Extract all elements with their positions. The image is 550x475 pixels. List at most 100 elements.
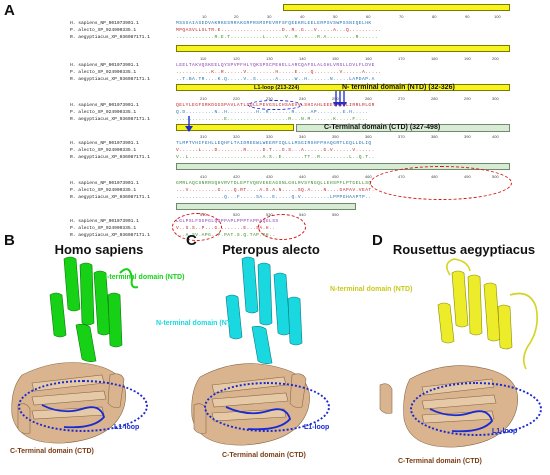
ntd-label-pteropus: N-terminal domain (NTD) [156, 320, 239, 327]
ruler-tick: 280 [431, 96, 438, 101]
ruler-tick: 160 [365, 56, 372, 61]
sequence-row: LGLPSLFSGPGLQSPPAPLPPPTAPPAQGLSS [176, 219, 279, 224]
ctd-label-rousettus: C-Terminal domain (CTD) [398, 458, 482, 465]
ruler-tick: 330 [266, 134, 273, 139]
ruler-tick: 550 [332, 212, 339, 217]
ntd-helices [49, 256, 123, 362]
ruler-tick: 80 [432, 14, 437, 19]
ruler-tick: 150 [332, 56, 339, 61]
ruler-tick: 270 [398, 96, 405, 101]
panel-letter-a: A [4, 2, 15, 19]
species-title-rousettus: Rousettus aegyptiacus [392, 242, 536, 257]
sequence-name: H. sapiens_NP_001073901.1 [70, 219, 139, 224]
sequence-name: H. sapiens_NP_001073901.1 [70, 63, 139, 68]
annotation-arrow [185, 116, 193, 132]
ruler-tick: 40 [300, 14, 305, 19]
panel-letter-c: C [186, 232, 197, 249]
ruler-tick: 230 [266, 96, 273, 101]
species-title-human: Homo sapiens [54, 242, 144, 257]
ruler-tick: 300 [492, 96, 499, 101]
ruler-tick: 170 [398, 56, 405, 61]
sequence-name: P. alecto_XP_024900335.1 [70, 148, 137, 153]
sequence-row: ...............E...................R...N… [176, 117, 369, 122]
ruler-tick: 340 [299, 134, 306, 139]
sequence-row: MPQASVLLSLTR.E...................D..R..G… [176, 28, 382, 33]
ruler-tick: 350 [332, 134, 339, 139]
ruler-tick: 180 [431, 56, 438, 61]
ctd-label-pteropus: C-Terminal domain (CTD) [222, 452, 306, 459]
ntd-bar [283, 4, 510, 11]
ruler-tick: 440 [299, 174, 306, 179]
ntd-label: N- terminal domain (NTD) (32-326) [342, 84, 455, 91]
ruler-tick: 10 [202, 14, 207, 19]
sequence-name: H. sapiens_NP_001073901.1 [70, 141, 139, 146]
sequence-name: R. aegyptiacus_XP_036087171.1 [70, 195, 150, 200]
ctd-bar [176, 203, 356, 210]
ruler-tick: 320 [233, 134, 240, 139]
l1-label-human: L1-loop [114, 424, 140, 431]
panel-letter-d: D [372, 232, 383, 249]
sequence-name: H. sapiens_NP_001073901.1 [70, 103, 139, 108]
human-protein-structure [11, 256, 139, 444]
sequence-row: V......L....D........R.....D.T...G.S...A… [176, 148, 375, 153]
ctd-label: C-Terminal domain (CTD) (327-498) [324, 124, 441, 131]
ntd-helices [437, 270, 513, 350]
ruler-tick: 460 [365, 174, 372, 179]
variation-highlight [258, 214, 306, 240]
ruler-tick: 190 [464, 56, 471, 61]
position-ruler: 110 120 130 140 150 160 170 180 190 200 [176, 56, 510, 62]
sequence-name: P. alecto_XP_024900335.1 [70, 226, 137, 231]
ruler-tick: 90 [465, 14, 470, 19]
sequence-row: ...........K..R......V.........H.....E..… [176, 70, 382, 75]
ruler-tick: 130 [266, 56, 273, 61]
sequence-name: P. alecto_XP_024900335.1 [70, 110, 137, 115]
position-ruler: 10 20 30 40 50 60 70 80 90 100 [176, 14, 510, 20]
l1-loop-highlight [248, 100, 302, 110]
ruler-tick: 120 [233, 56, 240, 61]
ruler-tick: 110 [200, 56, 207, 61]
sequence-name: H. sapiens_NP_001073901.1 [70, 21, 139, 26]
ruler-tick: 380 [431, 134, 438, 139]
insertion-highlight [370, 166, 512, 200]
sequence-row: ............R.E.T..........L......V..M..… [176, 35, 379, 40]
ruler-tick: 530 [266, 212, 273, 217]
l1-loop-label: L1-loop (213-224) [254, 85, 300, 91]
ruler-tick: 240 [299, 96, 306, 101]
ruler-tick: 360 [365, 134, 372, 139]
sequence-row: V..S.S..P...G........E...SA.H.. [176, 226, 276, 231]
ruler-tick: 370 [398, 134, 405, 139]
sequence-row: ..T.BA.TR....K.Q.....V..S......A.....W..… [176, 77, 375, 82]
ruler-tick: 400 [492, 134, 499, 139]
annotation-arrows [333, 91, 347, 107]
sequence-name: R. aegyptiacus_XP_036087171.1 [70, 77, 150, 82]
ntd-bar [176, 84, 510, 91]
l1-label-rousettus: L1-loop [492, 428, 518, 435]
sequence-row: QELYLEGFSRKDGGSPAVLATLSQLLPEVGSLCHSAEVVL… [176, 103, 375, 108]
ruler-tick: 20 [234, 14, 239, 19]
ruler-tick: 50 [333, 14, 338, 19]
sequence-row: TLMPTVHIFEHLLEQHFLTAIDREEWLWEERFIQLLLMSG… [176, 141, 372, 146]
ntd-bar [176, 124, 294, 131]
ruler-tick: 250 [332, 96, 339, 101]
l1-loop-circle [18, 380, 148, 432]
ruler-tick: 210 [200, 96, 207, 101]
ruler-tick: 310 [200, 134, 207, 139]
ntd-helices [225, 256, 303, 364]
sequence-row: V..L.......................A.S..E.......… [176, 155, 375, 160]
ruler-tick: 200 [492, 56, 499, 61]
sequence-row: Q.D.........N..H.........H..R.......R...… [176, 110, 369, 115]
sequence-name: R. aegyptiacus_XP_036087171.1 [70, 233, 150, 238]
ruler-tick: 30 [267, 14, 272, 19]
ruler-tick: 60 [366, 14, 371, 19]
sequence-name: R. aegyptiacus_XP_036087171.1 [70, 35, 150, 40]
ruler-tick: 390 [464, 134, 471, 139]
ruler-tick: 450 [332, 174, 339, 179]
position-ruler: 310 320 330 340 350 360 370 380 390 400 [176, 134, 510, 140]
ntd-label-human: N-terminal domain (NTD) [102, 274, 185, 281]
sequence-name: R. aegyptiacus_XP_036087171.1 [70, 117, 150, 122]
sequence-row: GMRLAQCSNRRSQHVRVTDLEPTVQNVEKEAGSNLGHLRV… [176, 181, 372, 186]
ruler-tick: 100 [494, 14, 501, 19]
position-ruler: 210 220 230 240 250 260 270 280 290 300 [176, 96, 510, 102]
panel-letter-b: B [4, 232, 15, 249]
ruler-tick: 540 [299, 212, 306, 217]
